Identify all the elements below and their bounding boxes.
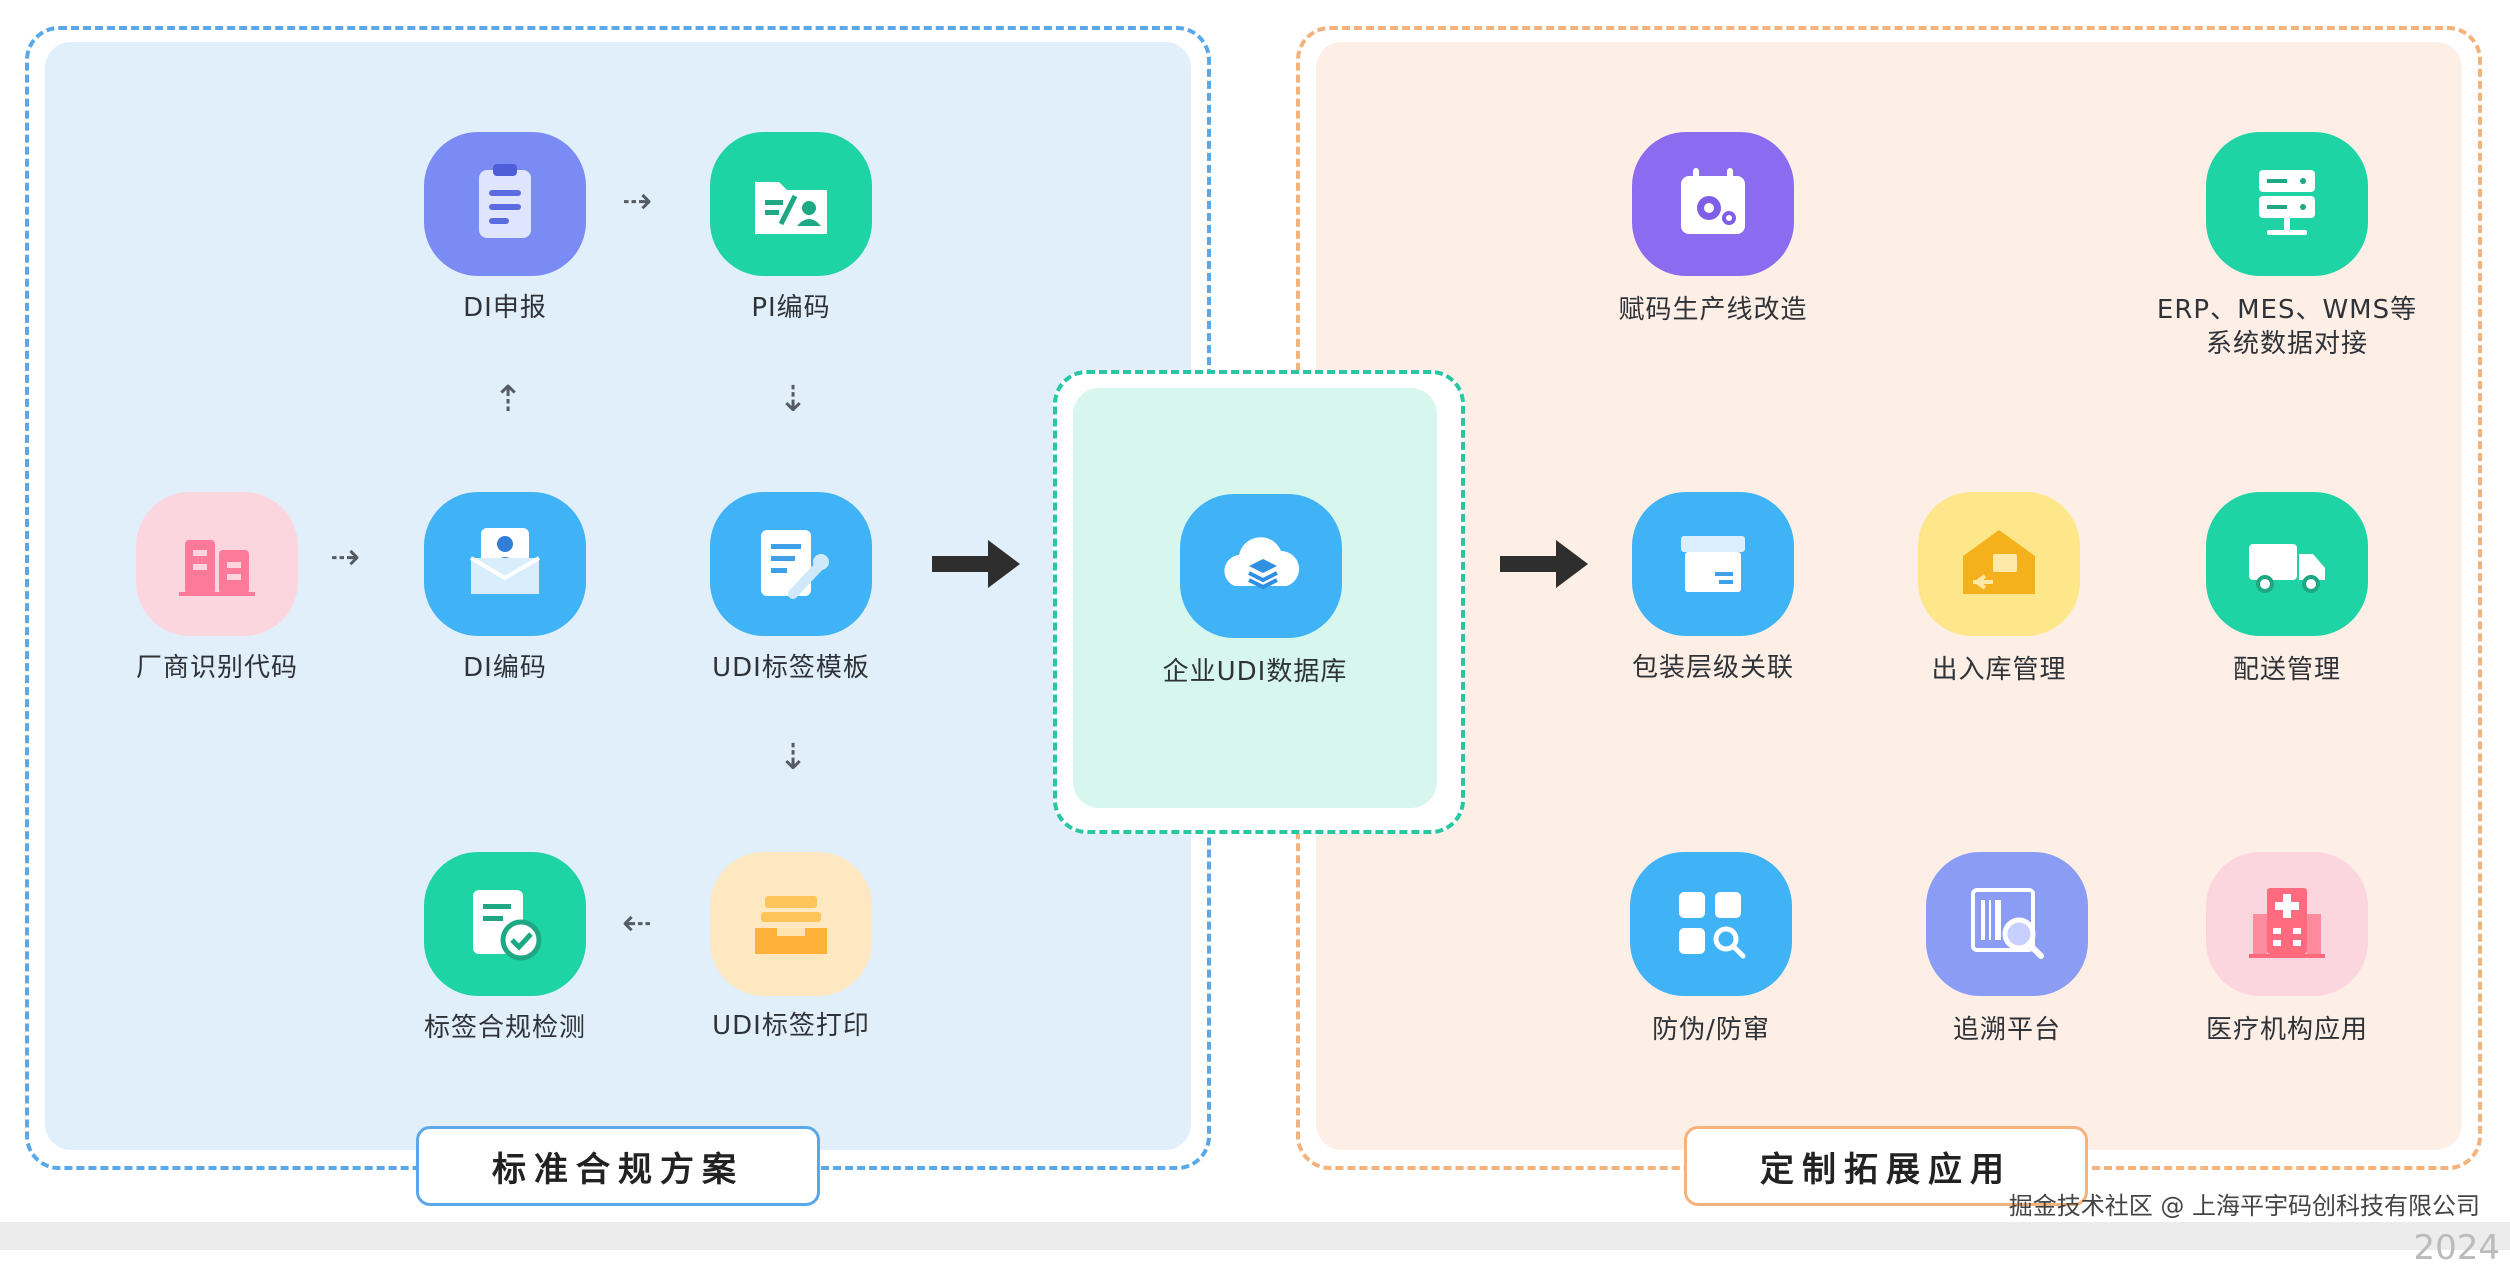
flow-arrow-left: ⇠ bbox=[622, 903, 653, 944]
cloud-database-icon bbox=[1180, 494, 1342, 638]
big-arrow-to-database bbox=[932, 540, 1020, 588]
hospital-icon bbox=[2206, 852, 2368, 996]
check-document-icon bbox=[424, 852, 586, 996]
flow-arrow-up: ⇡ bbox=[493, 379, 524, 420]
qr-search-icon bbox=[1630, 852, 1792, 996]
node-label-packaging: 包装层级关联 bbox=[1631, 653, 1794, 683]
node-label-delivery: 配送管理 bbox=[2232, 655, 2341, 685]
watermark: 掘金技术社区 @ 上海平宇码创科技有限公司 bbox=[2008, 1192, 2480, 1220]
server-icon bbox=[2206, 132, 2368, 276]
clipboard-icon bbox=[424, 132, 586, 276]
big-arrow-to-applications bbox=[1500, 540, 1588, 588]
node-label-label-check: 标签合规检测 bbox=[423, 1013, 586, 1043]
flow-arrow-right: ⇢ bbox=[622, 181, 653, 222]
footer-year: 2024 bbox=[2413, 1228, 2500, 1268]
folder-id-icon bbox=[710, 132, 872, 276]
node-label-manufacturer-code: 厂商识别代码 bbox=[135, 653, 298, 683]
node-label-udi-database: 企业UDI数据库 bbox=[1162, 657, 1348, 687]
node-label-traceability: 追溯平台 bbox=[1952, 1015, 2061, 1045]
node-label-erp-line1: ERP、MES、WMS等 bbox=[2156, 295, 2418, 325]
tray-icon bbox=[710, 852, 872, 996]
truck-icon bbox=[2206, 492, 2368, 636]
warehouse-icon bbox=[1918, 492, 2080, 636]
barcode-search-icon bbox=[1926, 852, 2088, 996]
flow-arrow-right: ⇢ bbox=[330, 537, 361, 578]
bottom-strip bbox=[0, 1222, 2510, 1250]
node-label-di-code: DI编码 bbox=[463, 653, 547, 683]
template-edit-icon bbox=[710, 492, 872, 636]
node-label-medical: 医疗机构应用 bbox=[2205, 1015, 2368, 1045]
building-icon bbox=[136, 492, 298, 636]
id-card-icon bbox=[424, 492, 586, 636]
node-label-udi-print: UDI标签打印 bbox=[712, 1011, 870, 1041]
node-label-anti-counterfeit: 防伪/防窜 bbox=[1652, 1015, 1770, 1045]
flow-arrow-down: ⇣ bbox=[778, 737, 809, 778]
left-panel-title: 标准合规方案 bbox=[416, 1126, 820, 1206]
node-label-erp-line2: 系统数据对接 bbox=[2205, 329, 2368, 359]
node-label-udi-template: UDI标签模板 bbox=[712, 653, 870, 683]
box-icon bbox=[1632, 492, 1794, 636]
right-panel-title: 定制拓展应用 bbox=[1684, 1126, 2088, 1206]
node-label-di-apply: DI申报 bbox=[463, 293, 547, 323]
node-label-inventory: 出入库管理 bbox=[1931, 655, 2067, 685]
flow-arrow-down: ⇣ bbox=[778, 379, 809, 420]
node-label-pi-code: PI编码 bbox=[751, 293, 831, 323]
node-label-line-retrofit: 赋码生产线改造 bbox=[1618, 295, 1808, 325]
calendar-gear-icon bbox=[1632, 132, 1794, 276]
